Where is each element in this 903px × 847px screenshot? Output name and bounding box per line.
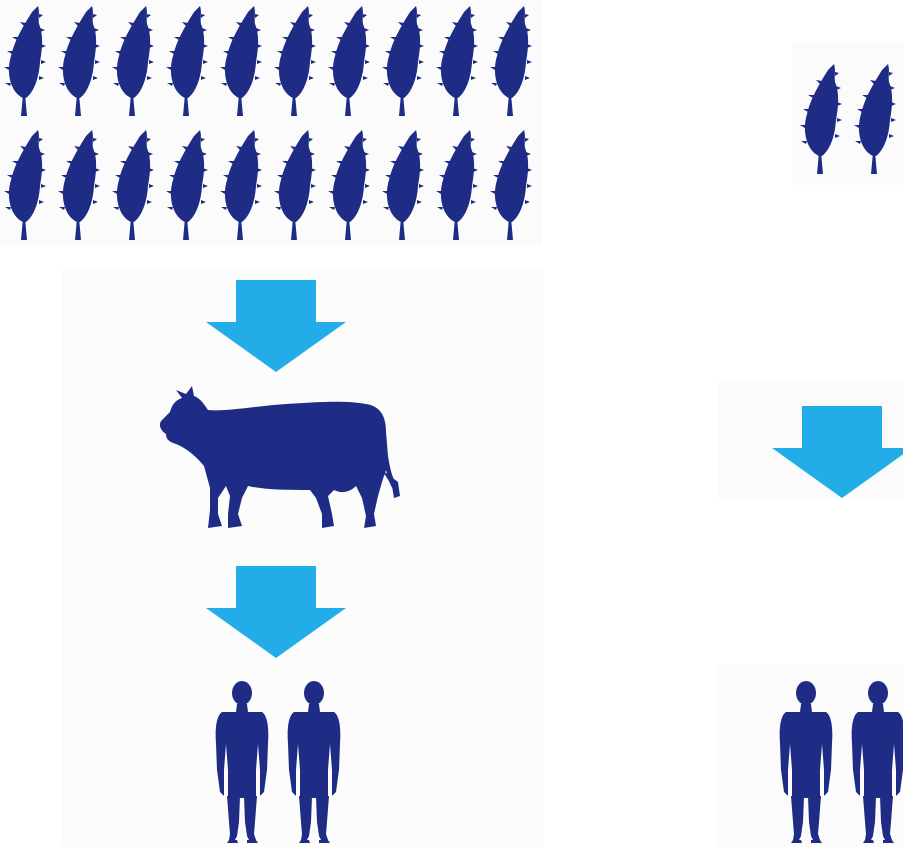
food-chain-diagram (0, 0, 903, 847)
